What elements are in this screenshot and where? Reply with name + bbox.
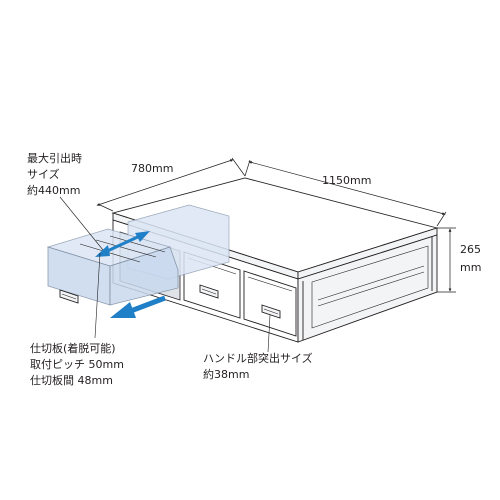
height-value: 265 bbox=[460, 243, 481, 256]
dimension-height: 265 mm bbox=[437, 227, 481, 293]
max-draw-line-2: サイズ bbox=[27, 167, 60, 181]
handle-line-1: ハンドル部突出サイズ bbox=[203, 351, 313, 365]
handle-drawer[interactable] bbox=[59, 289, 79, 304]
drawer-side bbox=[109, 246, 179, 306]
divider-3 bbox=[109, 235, 166, 253]
cabinet-side-frame bbox=[311, 245, 429, 329]
dimension-depth: 780mm bbox=[96, 157, 246, 212]
divider-line-2: 取付ピッチ 50mm bbox=[30, 358, 124, 371]
max-draw-leader bbox=[59, 196, 104, 251]
interior-double-arrow bbox=[95, 231, 150, 257]
height-unit: mm bbox=[460, 261, 481, 274]
depth-label: 780mm bbox=[131, 162, 173, 175]
handle-right[interactable] bbox=[261, 304, 281, 319]
divider-2 bbox=[95, 239, 157, 258]
handle-line-2: 約38mm bbox=[203, 367, 249, 381]
dimension-width: 1150mm bbox=[244, 159, 447, 227]
width-label: 1150mm bbox=[322, 174, 371, 187]
pull-direction-arrow bbox=[110, 295, 166, 318]
divider-1 bbox=[79, 243, 141, 263]
handle-middle[interactable] bbox=[199, 284, 219, 299]
blue-arrows bbox=[95, 231, 166, 318]
divider-line-1: 仕切板(着脱可能) bbox=[30, 341, 116, 355]
divider-line-3: 仕切板間 48mm bbox=[30, 373, 113, 387]
max-draw-line-1: 最大引出時 bbox=[27, 151, 82, 165]
side-rail-2 bbox=[317, 271, 425, 307]
callout-handle: ハンドル部突出サイズ 約38mm bbox=[203, 314, 313, 381]
side-rail bbox=[317, 265, 425, 301]
max-draw-line-3: 約440mm bbox=[27, 183, 80, 197]
callout-divider: 仕切板(着脱可能) 取付ピッチ 50mm 仕切板間 48mm bbox=[30, 252, 124, 387]
callout-max-draw: 最大引出時 サイズ 約440mm bbox=[27, 151, 104, 251]
divider-leader bbox=[94, 252, 101, 339]
drawer-opening-right bbox=[243, 270, 297, 337]
drawer-pulled-out[interactable] bbox=[46, 204, 230, 306]
handle-leader bbox=[267, 314, 271, 353]
right-drawer-line bbox=[247, 276, 293, 292]
